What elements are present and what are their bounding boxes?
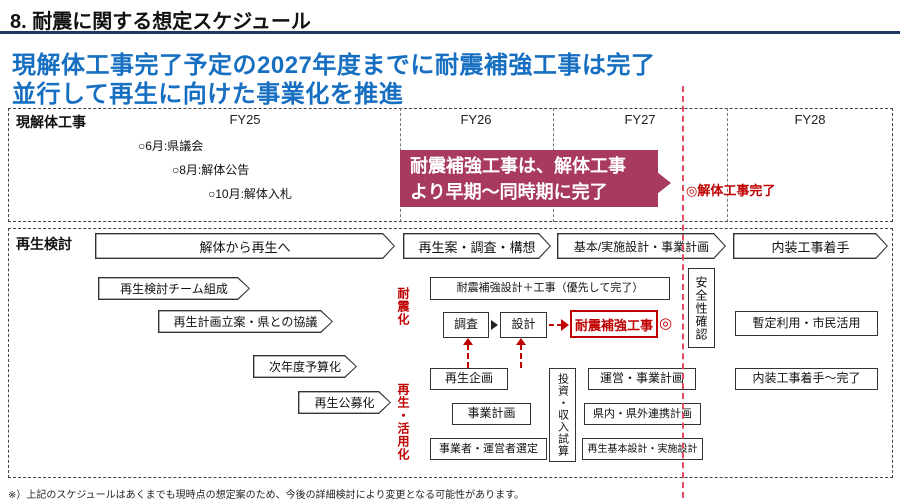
- banner-interior-work-start: 内装工事着手: [733, 233, 888, 259]
- demolition-milestone-june: ○6月:県議会: [138, 139, 204, 153]
- callout-arrow-icon: [657, 172, 671, 194]
- design-to-work-dashed-line: [549, 324, 562, 326]
- page-title: 8. 耐震に関する想定スケジュール: [10, 11, 311, 33]
- partnership-plan-box: 県内・県外連携計画: [584, 403, 701, 425]
- headline-line2: 並行して再生に向けた事業化を推進: [12, 81, 404, 108]
- design-box: 設計: [500, 312, 547, 338]
- basic-detail-design-box: 再生基本設計・実施設計: [582, 438, 703, 460]
- task-team-formation: 再生検討チーム組成: [98, 277, 250, 300]
- reinforcement-complete-mark: ◎: [659, 315, 673, 332]
- seismic-callout-line2: より早期～同時期に完了: [410, 181, 608, 202]
- task-plan-with-prefecture: 再生計画立案・県との協議: [158, 310, 333, 333]
- demolition-section-label: 現解体工事: [16, 114, 86, 130]
- seismic-design-and-work-box: 耐震補強設計＋工事（優先して完了）: [430, 277, 670, 300]
- headline-line1: 現解体工事完了予定の2027年度までに耐震補強工事は完了: [12, 52, 656, 79]
- demolition-completion-label: ◎解体工事完了: [686, 183, 776, 198]
- task-public-offering: 再生公募化: [298, 391, 391, 414]
- seismic-callout: 耐震補強工事は、解体工事 より早期～同時期に完了: [400, 150, 658, 207]
- survey-box: 調査: [443, 312, 489, 338]
- operator-selection-box: 事業者・運営者選定: [430, 438, 547, 460]
- demolition-section-frame: [8, 108, 893, 222]
- banner-basic-detail-design: 基本/実施設計・事業計画: [557, 233, 726, 259]
- planning-to-design-dashed-line: [520, 344, 522, 368]
- regeneration-section-frame: [8, 228, 893, 478]
- task-next-year-budget: 次年度予算化: [253, 355, 357, 378]
- seismic-callout-line1: 耐震補強工事は、解体工事: [410, 155, 626, 176]
- revitalization-track-label: 再生・活用化: [396, 383, 410, 461]
- demolition-milestone-october: ○10月:解体入札: [208, 187, 292, 201]
- column-separator-fy27-fy28: [727, 108, 728, 222]
- reinforcement-work-box: 耐震補強工事: [570, 310, 658, 338]
- flow-arrow-icon: [491, 320, 498, 330]
- demolition-complete-milestone-line: [682, 86, 684, 498]
- demolition-milestone-august: ○8月:解体公告: [172, 163, 250, 177]
- banner-plan-survey-concept: 再生案・調査・構想: [403, 233, 551, 259]
- fy25-header: FY25: [229, 112, 261, 127]
- title-divider: [0, 31, 900, 34]
- fy28-header: FY28: [794, 112, 826, 127]
- seismic-track-label: 耐震化: [396, 287, 410, 326]
- interior-work-box: 内装工事着手～完了: [735, 368, 878, 390]
- design-to-work-arrow-icon: [561, 319, 569, 331]
- regen-planning-box: 再生企画: [430, 368, 508, 390]
- operation-plan-box: 運営・事業計画: [588, 368, 696, 390]
- banner-demolition-to-regeneration: 解体から再生へ: [95, 233, 395, 259]
- investment-estimate-box: 投資・収入試算: [549, 368, 576, 462]
- business-plan-box: 事業計画: [452, 403, 531, 425]
- fy26-header: FY26: [460, 112, 492, 127]
- safety-check-box: 安全性確認: [688, 268, 715, 348]
- planning-to-survey-dashed-line: [467, 344, 469, 368]
- planning-to-survey-arrow-icon: [463, 338, 473, 345]
- regeneration-section-label: 再生検討: [16, 236, 72, 252]
- interim-use-box: 暫定利用・市民活用: [735, 311, 878, 336]
- planning-to-design-arrow-icon: [516, 338, 526, 345]
- fy27-header: FY27: [624, 112, 656, 127]
- footnote: ※）上記のスケジュールはあくまでも現時点の想定案のため、今後の詳細検討により変更…: [8, 490, 525, 501]
